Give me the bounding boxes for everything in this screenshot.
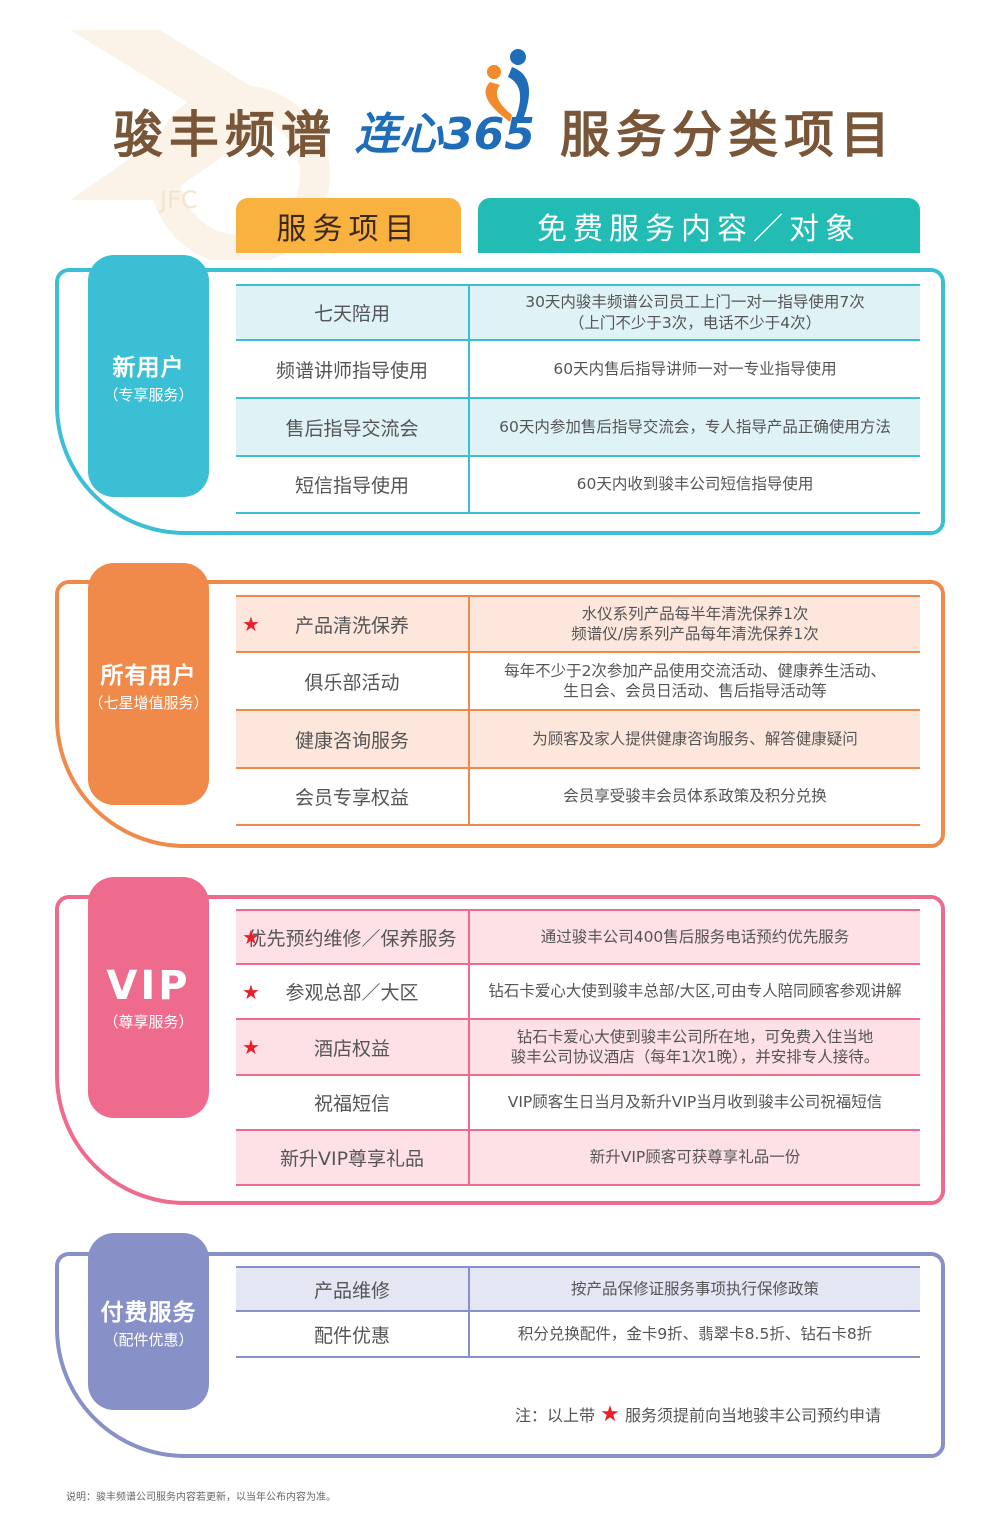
service-description: 钻石卡爱心大使到骏丰总部/大区,可由专人陪同顾客参观讲解 xyxy=(488,982,902,1001)
section-vip-frame xyxy=(55,895,945,1205)
service-item: 会员专享权益 xyxy=(236,769,470,824)
service-description: 每年不少于2次参加产品使用交流活动、健康养生活动、 生日会、会员日活动、售后指导… xyxy=(504,661,886,700)
table-row: 祝福短信 VIP顾客生日当月及新升VIP当月收到骏丰公司祝福短信 xyxy=(236,1076,920,1131)
service-description: 通过骏丰公司400售后服务电话预约优先服务 xyxy=(540,927,850,946)
table-row: 售后指导交流会 60天内参加售后指导交流会，专人指导产品正确使用方法 xyxy=(236,399,920,457)
column-header-content: 免费服务内容／对象 xyxy=(478,198,920,253)
service-description: 60天内参加售后指导交流会，专人指导产品正确使用方法 xyxy=(499,417,891,436)
section-new-label: 新用户 （专享服务） xyxy=(88,255,209,497)
section-title: 所有用户 xyxy=(100,662,197,689)
people-icon xyxy=(485,49,530,122)
section-vip-table: ★优先预约维修／保养服务 通过骏丰公司400售后服务电话预约优先服务 ★参观总部／大… xyxy=(236,909,920,1186)
service-item: 短信指导使用 xyxy=(236,457,470,512)
section-paid-label: 付费服务 （配件优惠） xyxy=(88,1233,209,1410)
section-title: VIP xyxy=(106,963,191,1009)
star-icon: ★ xyxy=(242,612,260,636)
service-item: 配件优惠 xyxy=(236,1312,470,1356)
service-description: 积分兑换配件，金卡9折、翡翠卡8.5折、钻石卡8折 xyxy=(517,1324,873,1343)
service-description: 新升VIP顾客可获尊享礼品一份 xyxy=(589,1148,801,1167)
table-row: 健康咨询服务 为顾客及家人提供健康咨询服务、解答健康疑问 xyxy=(236,711,920,769)
service-item: ★酒店权益 xyxy=(236,1020,470,1074)
column-header-service: 服务项目 xyxy=(236,198,461,253)
star-icon: ★ xyxy=(242,979,260,1004)
table-row: 短信指导使用 60天内收到骏丰公司短信指导使用 xyxy=(236,457,920,514)
star-icon: ★ xyxy=(242,925,260,949)
section-all-label: 所有用户 （七星增值服务） xyxy=(88,563,209,805)
table-row: ★酒店权益 钻石卡爱心大使到骏丰公司所在地，可免费入住当地 骏丰公司协议酒店（每年… xyxy=(236,1020,920,1076)
watermark-text: JFC xyxy=(158,186,198,214)
section-subtitle: （七星增值服务） xyxy=(88,693,209,712)
service-item: 新升VIP尊享礼品 xyxy=(236,1131,470,1184)
service-item: ★参观总部／大区 xyxy=(236,965,470,1018)
title-right: 服务分类项目 xyxy=(560,106,896,164)
service-description: 会员享受骏丰会员体系政策及积分兑换 xyxy=(563,787,827,806)
service-description: 60天内售后指导讲师一对一专业指导使用 xyxy=(553,359,837,378)
service-item: 七天陪用 xyxy=(236,286,470,339)
section-subtitle: （专享服务） xyxy=(103,385,194,404)
service-description: 为顾客及家人提供健康咨询服务、解答健康疑问 xyxy=(532,729,858,748)
star-icon: ★ xyxy=(242,1035,260,1059)
table-row: ★优先预约维修／保养服务 通过骏丰公司400售后服务电话预约优先服务 xyxy=(236,909,920,965)
section-paid-frame xyxy=(55,1252,945,1458)
section-new-frame xyxy=(55,268,945,535)
star-icon: ★ xyxy=(600,1402,620,1427)
section-all-table: ★产品清洗保养 水仪系列产品每半年清洗保养1次 频谱仪/房系列产品每年清洗保养1次… xyxy=(236,595,920,826)
section-all-frame xyxy=(55,580,945,848)
table-row: 俱乐部活动每年不少于2次参加产品使用交流活动、健康养生活动、 生日会、会员日活动… xyxy=(236,653,920,711)
disclaimer: 说明：骏丰频谱公司服务内容若更新，以当年公布内容为准。 xyxy=(66,1492,336,1503)
table-row: 会员专享权益 会员享受骏丰会员体系政策及积分兑换 xyxy=(236,769,920,826)
table-row: 频谱讲师指导使用 60天内售后指导讲师一对一专业指导使用 xyxy=(236,341,920,399)
title-left: 骏丰频谱 xyxy=(113,106,337,164)
table-row: 新升VIP尊享礼品 新升VIP顾客可获尊享礼品一份 xyxy=(236,1131,920,1186)
service-item: 俱乐部活动 xyxy=(236,653,470,709)
table-row: 配件优惠 积分兑换配件，金卡9折、翡翠卡8.5折、钻石卡8折 xyxy=(236,1312,920,1358)
service-item: ★优先预约维修／保养服务 xyxy=(236,911,470,963)
table-row: ★产品清洗保养 水仪系列产品每半年清洗保养1次 频谱仪/房系列产品每年清洗保养1次 xyxy=(236,595,920,653)
table-row: ★参观总部／大区钻石卡爱心大使到骏丰总部/大区,可由专人陪同顾客参观讲解 xyxy=(236,965,920,1020)
service-description: VIP顾客生日当月及新升VIP当月收到骏丰公司祝福短信 xyxy=(507,1093,883,1112)
section-subtitle: （尊享服务） xyxy=(103,1013,194,1031)
table-row: 七天陪用 30天内骏丰频谱公司员工上门一对一指导使用7次 （上门不少于3次，电话不… xyxy=(236,284,920,341)
service-item: 健康咨询服务 xyxy=(236,711,470,767)
section-subtitle: （配件优惠） xyxy=(103,1331,194,1349)
section-new-table: 七天陪用 30天内骏丰频谱公司员工上门一对一指导使用7次 （上门不少于3次，电话不… xyxy=(236,284,920,514)
table-row: 产品维修 按产品保修证服务事项执行保修政策 xyxy=(236,1266,920,1312)
service-description: 按产品保修证服务事项执行保修政策 xyxy=(570,1279,819,1298)
service-description: 30天内骏丰频谱公司员工上门一对一指导使用7次 （上门不少于3次，电话不少于4次… xyxy=(525,293,865,332)
service-item: 售后指导交流会 xyxy=(236,399,470,455)
section-paid-table: 产品维修 按产品保修证服务事项执行保修政策配件优惠 积分兑换配件，金卡9折、翡翠卡8… xyxy=(236,1266,920,1358)
service-item: 频谱讲师指导使用 xyxy=(236,341,470,397)
service-description: 水仪系列产品每半年清洗保养1次 频谱仪/房系列产品每年清洗保养1次 xyxy=(571,604,819,643)
section-vip-label: VIP （尊享服务） xyxy=(88,877,209,1118)
service-description: 钻石卡爱心大使到骏丰公司所在地，可免费入住当地 骏丰公司协议酒店（每年1次1晚）… xyxy=(510,1027,880,1066)
footnote-star: 注：以上带 ★ 服务须提前向当地骏丰公司预约申请 xyxy=(515,1402,881,1427)
section-title: 付费服务 xyxy=(100,1300,197,1326)
service-item: 祝福短信 xyxy=(236,1076,470,1129)
service-item: ★产品清洗保养 xyxy=(236,597,470,651)
service-description: 60天内收到骏丰公司短信指导使用 xyxy=(576,475,814,494)
service-item: 产品维修 xyxy=(236,1268,470,1310)
lianxin365-logo: 连心365 xyxy=(355,49,535,165)
section-title: 新用户 xyxy=(112,354,185,381)
